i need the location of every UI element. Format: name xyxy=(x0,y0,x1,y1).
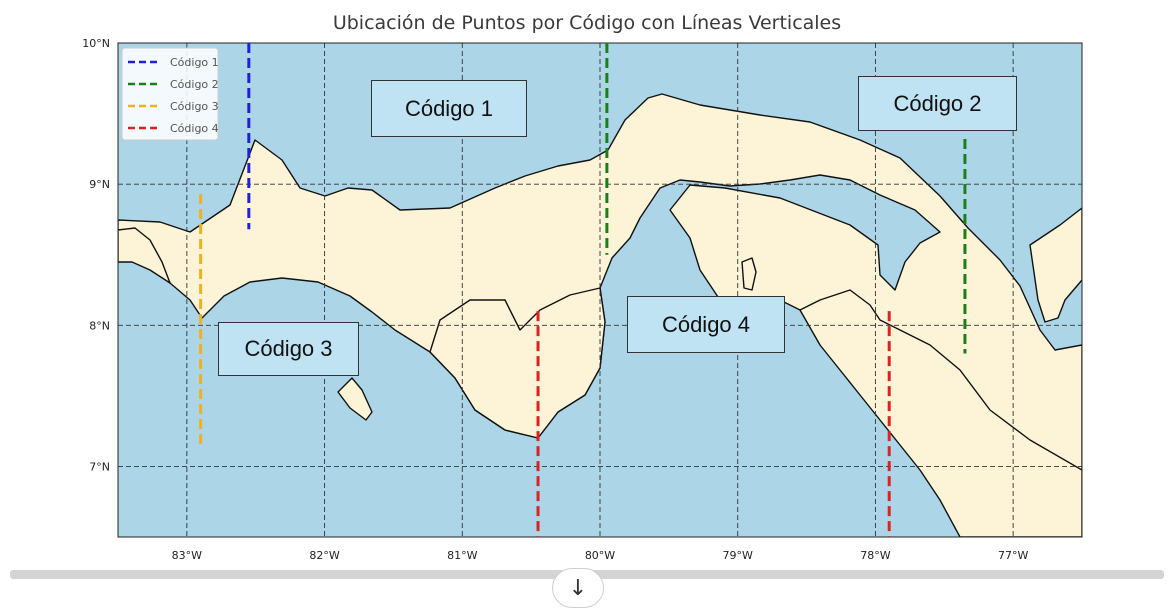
land-colombia-north xyxy=(1029,207,1082,323)
lon-tick-label: 80°W xyxy=(585,549,615,562)
lon-tick-label: 83°W xyxy=(172,549,202,562)
lon-tick-label: 77°W xyxy=(998,549,1028,562)
codigo-3-label: Código 3 xyxy=(218,322,359,376)
legend-label-codigo-1: Código 1 xyxy=(170,56,219,69)
lat-tick-label: 9°N xyxy=(89,178,110,191)
codigo-2-label: Código 2 xyxy=(858,76,1017,131)
land-coiba-island xyxy=(337,377,373,421)
axis-ticks: 83°W 82°W 81°W 80°W 79°W 78°W 77°W 10°N 9°N 8°N 7°… xyxy=(82,37,1028,562)
arrow-down-icon: ↓ xyxy=(568,575,588,601)
map-frame xyxy=(117,42,1083,538)
legend-label-codigo-3: Código 3 xyxy=(170,100,219,113)
code-lines xyxy=(199,43,967,537)
legend-box xyxy=(121,47,219,141)
lon-tick-label: 78°W xyxy=(860,549,890,562)
land-costarica xyxy=(118,227,171,284)
map-title: Ubicación de Puntos por Código con Línea… xyxy=(332,12,842,34)
legend: Código 1 Código 2 Código 3 Código 4 xyxy=(121,47,219,141)
codigo-1-label: Código 1 xyxy=(371,80,527,137)
legend-label-codigo-4: Código 4 xyxy=(170,122,219,135)
land-colombia xyxy=(799,289,1082,537)
lon-tick-label: 82°W xyxy=(309,549,339,562)
codigo-4-label: Código 4 xyxy=(627,296,785,353)
lat-tick-label: 10°N xyxy=(82,37,110,50)
land-islands xyxy=(741,257,757,291)
lon-tick-label: 81°W xyxy=(447,549,477,562)
lat-tick-label: 8°N xyxy=(89,319,110,332)
legend-label-codigo-2: Código 2 xyxy=(170,78,219,91)
scroll-down-button[interactable]: ↓ xyxy=(552,568,604,608)
lat-tick-label: 7°N xyxy=(89,460,110,473)
lon-tick-label: 79°W xyxy=(723,549,753,562)
